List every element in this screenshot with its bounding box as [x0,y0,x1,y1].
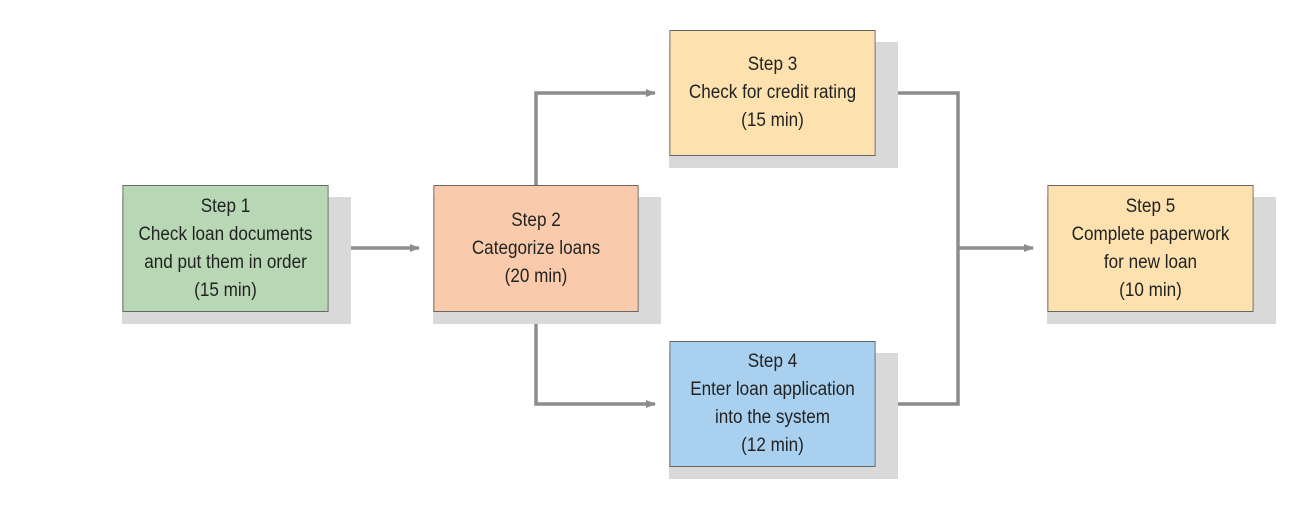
step-3-line-3: (15 min) [741,110,804,131]
step-5-line-3: for new loan [1103,251,1198,273]
step-3-line-2: Check for credit rating [688,82,857,103]
step-2-line-2: Categorize loans [471,237,601,259]
line-step3-to-merge [888,91,960,248]
step-4-line-2: Enter loan application [690,379,855,400]
step-4-line-4: (12 min) [741,435,804,456]
step-1-line-1: Step 1 [200,195,251,217]
step-3-box: Step 3 Check for credit rating (15 min) [669,30,876,156]
step-1-box: Step 1 Check loan documents and put them… [122,185,329,312]
step-2-line-1: Step 2 [511,209,561,231]
step-4-box: Step 4 Enter loan application into the s… [669,341,876,467]
step-4-line-3: into the system [714,407,831,428]
step-5-box: Step 5 Complete paperwork for new loan (… [1047,185,1254,312]
step-1-line-4: (15 min) [194,279,257,301]
step-5-line-2: Complete paperwork [1071,223,1230,245]
step-1-line-2: Check loan documents [138,223,313,245]
arrow-step2-to-step4 [534,312,656,408]
step-3-line-1: Step 3 [747,54,798,75]
arrow-step2-to-step3 [534,89,656,185]
step-5-line-4: (10 min) [1119,279,1182,301]
step-4-line-1: Step 4 [747,351,798,372]
step-5-line-1: Step 5 [1125,195,1176,217]
step-2-line-3: (20 min) [504,265,568,287]
step-1-line-3: and put them in order [144,251,307,273]
step-2-box: Step 2 Categorize loans (20 min) [433,185,639,312]
line-step4-to-merge [888,248,960,406]
